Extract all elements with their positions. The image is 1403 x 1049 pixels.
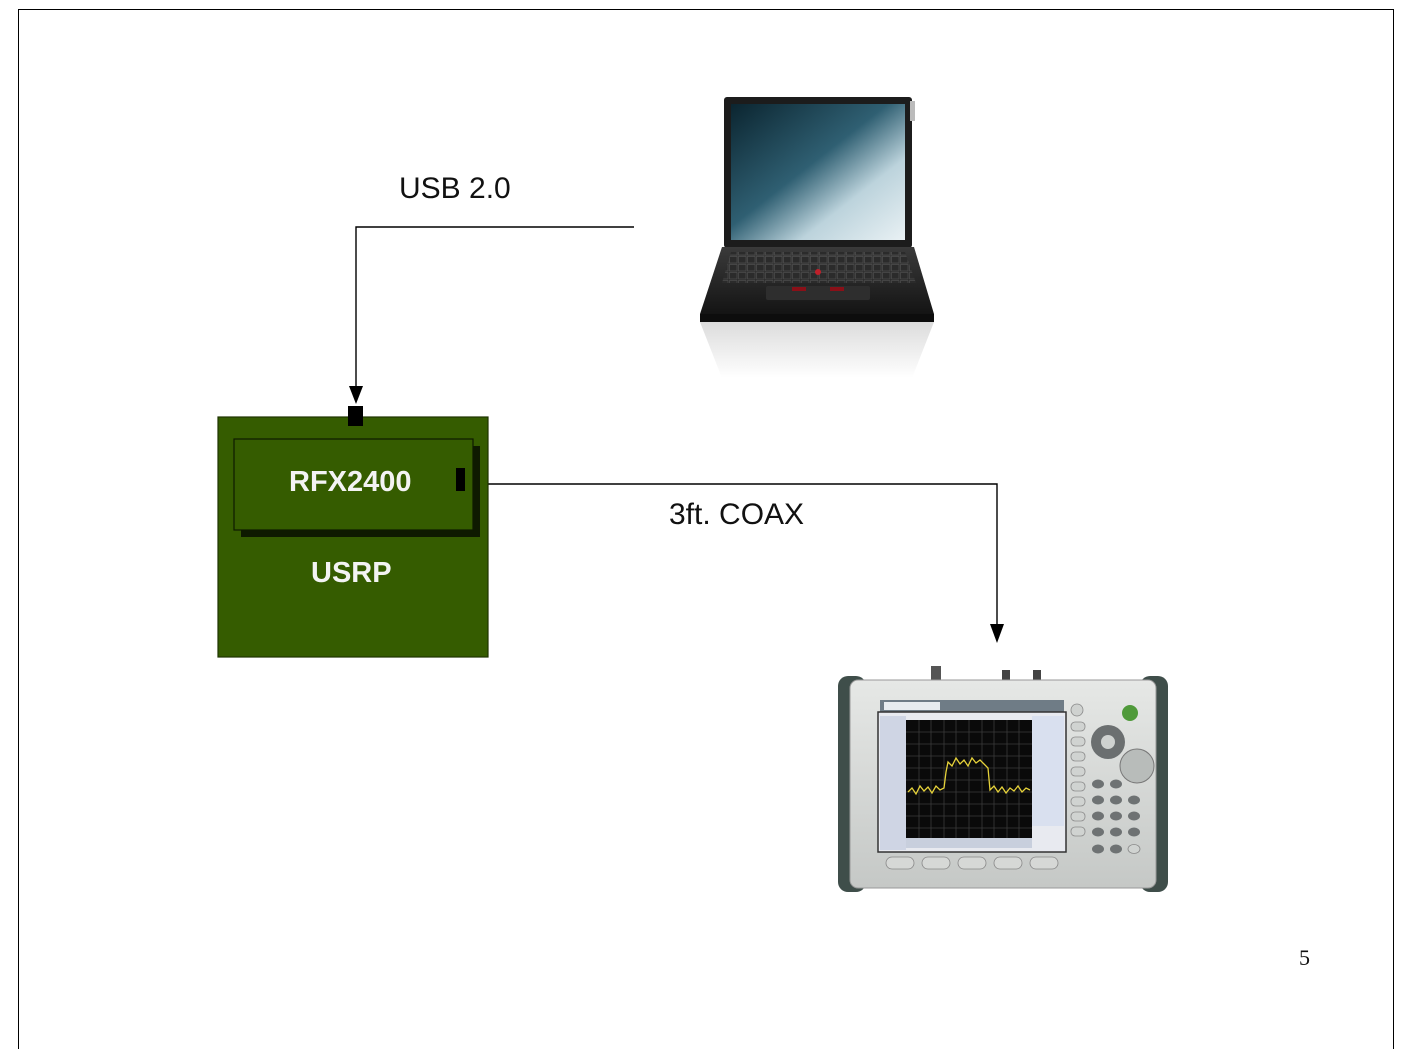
- usb-connection: [349, 226, 634, 404]
- usrp-board-label: USRP: [311, 557, 392, 589]
- daughterboard: [233, 438, 474, 531]
- coax-connection-label: 3ft. COAX: [669, 498, 805, 531]
- laptop-icon: [700, 97, 934, 378]
- rf-port: [456, 468, 465, 491]
- usb-cable-line: [355, 226, 634, 388]
- coax-arrow-head: [990, 624, 1004, 643]
- usrp-board: [217, 406, 489, 658]
- daughterboard-label: RFX2400: [289, 466, 412, 498]
- page-number: 5: [1299, 945, 1310, 970]
- page-frame: [18, 9, 1394, 1049]
- usb-connection-label: USB 2.0: [399, 172, 511, 205]
- coax-cable-line: [478, 483, 998, 626]
- usb-port: [348, 406, 363, 426]
- usb-arrow-head: [349, 386, 363, 404]
- coax-connection: [478, 483, 1004, 643]
- spectrum-analyzer-icon: [838, 666, 1168, 892]
